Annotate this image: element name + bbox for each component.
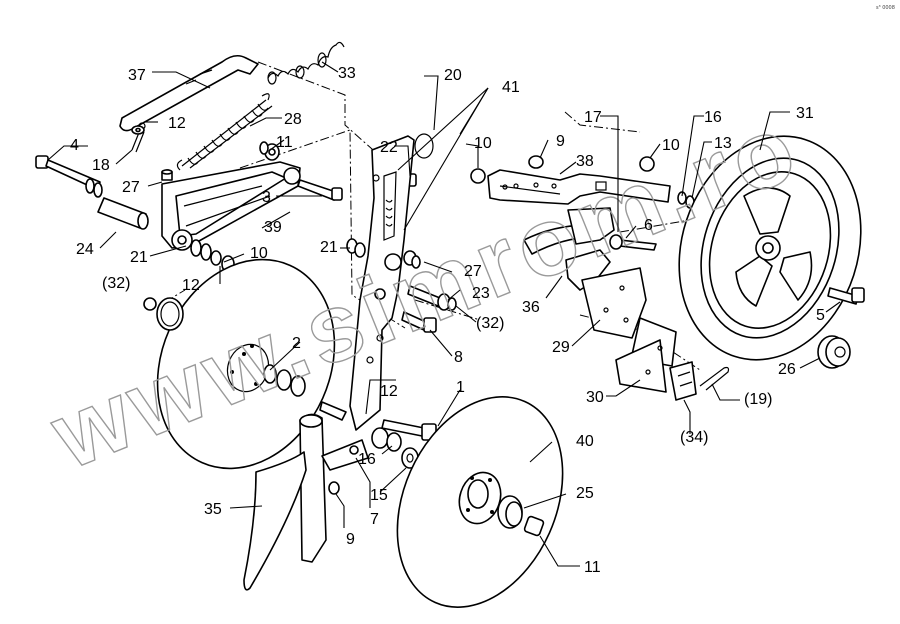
callout-34: (34) <box>680 429 708 446</box>
corner-mark: s³ 0008 <box>876 5 895 11</box>
callout-21a: 21 <box>130 249 148 266</box>
callout-12a: 12 <box>168 115 186 132</box>
callout-28: 28 <box>284 111 302 128</box>
callout-30: 30 <box>586 389 604 406</box>
callout-26: 26 <box>778 361 796 378</box>
seed-boot-part <box>243 413 369 591</box>
callout-10a: 10 <box>250 245 268 262</box>
callout-5: 5 <box>816 307 825 324</box>
chain-part <box>267 41 345 85</box>
left-fasteners <box>35 122 343 230</box>
callout-37: 37 <box>128 67 146 84</box>
right-disc-part <box>396 396 564 608</box>
callout-3: 3 <box>262 189 271 206</box>
callout-15: 15 <box>370 487 388 504</box>
callout-9b: 9 <box>346 531 355 548</box>
callout-12c: 12 <box>380 383 398 400</box>
callout-40: 40 <box>576 433 594 450</box>
end-cap-part <box>817 335 851 369</box>
callout-22: 22 <box>380 139 398 156</box>
main-arm-part <box>161 161 301 251</box>
left-disc-part <box>143 258 347 470</box>
callout-18: 18 <box>92 157 110 174</box>
callout-20: 20 <box>444 67 462 84</box>
callout-35: 35 <box>204 501 222 518</box>
callout-41: 41 <box>502 79 520 96</box>
callout-11b: 11 <box>584 559 601 576</box>
callout-17: 17 <box>584 109 602 126</box>
callout-27a: 27 <box>122 179 140 196</box>
callout-38: 38 <box>576 153 594 170</box>
callout-32a: (32) <box>102 275 130 292</box>
callout-21b: 21 <box>320 239 338 256</box>
callout-8: 8 <box>454 349 463 366</box>
callout-33: 33 <box>338 65 356 82</box>
coil-spring-part <box>176 93 273 171</box>
callout-16b: 16 <box>358 451 376 468</box>
callout-labels: 37 12 4 18 27 33 28 11 3 39 24 21 10 12 … <box>70 65 825 576</box>
callout-39: 39 <box>264 219 282 236</box>
callout-13: 13 <box>714 135 732 152</box>
callout-32b: (32) <box>476 315 504 332</box>
callout-1: 1 <box>456 379 465 396</box>
callout-19: (19) <box>744 391 772 408</box>
callout-9a: 9 <box>556 133 565 150</box>
callout-36: 36 <box>522 299 540 316</box>
callout-6: 6 <box>644 217 653 234</box>
center-bolts <box>401 285 457 333</box>
callout-16a: 16 <box>704 109 722 126</box>
callout-31: 31 <box>796 105 814 122</box>
callout-24: 24 <box>76 241 94 258</box>
leader-lines <box>47 61 841 567</box>
callout-29: 29 <box>552 339 570 356</box>
callout-2: 2 <box>292 335 301 352</box>
callout-11a: 11 <box>276 134 293 151</box>
callout-23: 23 <box>472 285 490 302</box>
scraper-bracket-part <box>523 207 730 401</box>
callout-25: 25 <box>576 485 594 502</box>
callout-10b: 10 <box>474 135 492 152</box>
gauge-wheel-part <box>678 135 865 361</box>
top-frame-part <box>470 155 695 209</box>
callout-12b: 12 <box>182 277 200 294</box>
callout-7: 7 <box>370 511 379 528</box>
callout-10c: 10 <box>662 137 680 154</box>
callout-27b: 27 <box>464 263 482 280</box>
callout-4: 4 <box>70 137 79 154</box>
